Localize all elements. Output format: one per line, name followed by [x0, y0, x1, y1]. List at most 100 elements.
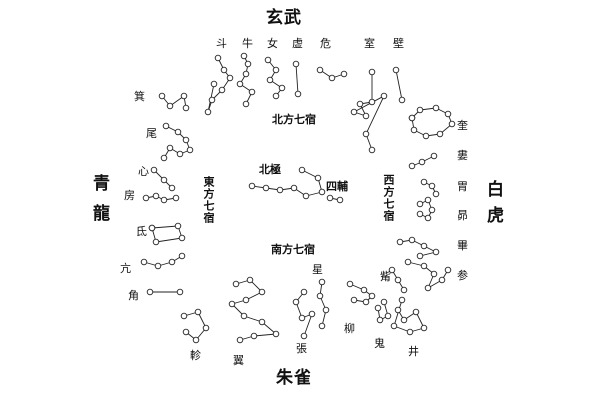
star-dot — [298, 314, 306, 322]
star-dot — [152, 238, 160, 246]
star-dot — [408, 236, 416, 244]
asterism-shi — [350, 68, 388, 154]
star-dot — [416, 200, 424, 208]
star-dot — [362, 298, 370, 306]
label-zhuque: 朱雀 — [276, 368, 312, 388]
star-dot — [448, 120, 456, 128]
star-dot — [302, 192, 310, 200]
star-dot — [416, 252, 424, 260]
mansion-di: 氐 — [136, 225, 147, 238]
asterism-link — [365, 95, 385, 135]
mansion-shen: 参 — [457, 269, 468, 282]
asterism-xing — [316, 278, 330, 330]
star-dot — [424, 196, 432, 204]
star-dot — [298, 166, 306, 174]
star-dot — [400, 316, 408, 324]
mansion-shi: 室 — [364, 37, 375, 50]
asterism-bi — [392, 66, 406, 104]
star-dot — [374, 304, 382, 312]
star-dot — [408, 162, 416, 170]
region-east: 東方七宿 — [202, 176, 215, 224]
star-dot — [400, 286, 408, 294]
asterism-dou — [204, 54, 234, 116]
star-dot — [398, 296, 406, 304]
mansion-nu: 女 — [267, 37, 278, 50]
star-dot — [210, 80, 218, 88]
star-dot — [194, 308, 202, 316]
mansion-mao: 昴 — [457, 209, 468, 222]
star-dot — [412, 308, 420, 316]
star-dot — [180, 92, 188, 100]
star-dot — [172, 194, 180, 202]
star-dot — [368, 98, 376, 106]
star-dot — [428, 182, 436, 190]
star-dot — [178, 234, 186, 242]
asterism-wei-w — [420, 178, 440, 198]
star-dot — [264, 56, 272, 64]
mansion-kui: 奎 — [457, 119, 468, 132]
star-dot — [176, 150, 184, 158]
star-dot — [316, 292, 324, 300]
star-dot — [218, 86, 226, 94]
star-dot — [388, 266, 396, 274]
mansion-zi: 觜 — [380, 270, 391, 283]
star-dot — [356, 100, 364, 108]
star-dot — [416, 106, 424, 114]
star-dot — [258, 318, 266, 326]
star-dot — [406, 328, 414, 336]
star-dot — [322, 306, 330, 314]
asterism-link — [353, 95, 385, 113]
star-dot — [162, 122, 170, 130]
star-dot — [290, 184, 298, 192]
mansion-jiao: 角 — [128, 289, 139, 302]
asterism-mao — [416, 196, 436, 222]
star-dot — [204, 108, 212, 116]
star-dot — [258, 288, 266, 296]
star-dot — [168, 184, 176, 192]
asterism-bi-w — [396, 236, 440, 260]
star-dot — [444, 110, 452, 118]
star-dot — [396, 238, 404, 246]
star-dot — [420, 324, 428, 332]
star-dot — [368, 292, 376, 300]
asterism-wei-e — [160, 122, 194, 162]
star-dot — [430, 152, 438, 160]
star-dot — [294, 90, 302, 98]
mansion-wei-w: 胃 — [457, 180, 468, 193]
label-qing: 青 — [93, 174, 111, 194]
star-dot — [432, 104, 440, 112]
star-dot — [340, 70, 348, 78]
mansion-gui: 鬼 — [374, 337, 385, 350]
star-dot — [416, 210, 424, 218]
asterism-link — [395, 69, 403, 101]
asterism-liu — [346, 280, 376, 306]
mansion-kang: 亢 — [120, 262, 131, 275]
star-dot — [436, 130, 444, 138]
asterism-link — [295, 63, 299, 95]
star-dot — [160, 154, 168, 162]
asterism-ji — [158, 92, 190, 112]
star-dot — [236, 336, 244, 344]
star-dot — [242, 100, 250, 108]
asterism-link — [155, 237, 183, 243]
mansion-ji: 箕 — [134, 90, 145, 103]
star-dot — [166, 144, 174, 152]
star-dot — [236, 80, 244, 88]
asterism-kui — [408, 104, 456, 140]
mansion-xing: 星 — [312, 263, 323, 276]
star-dot — [266, 76, 274, 84]
star-dot — [392, 66, 400, 74]
star-dot — [278, 84, 286, 92]
star-dot — [226, 74, 234, 82]
star-dot — [152, 192, 160, 200]
star-dot — [432, 190, 440, 198]
star-dot — [248, 182, 256, 190]
label-sifu: 四輔 — [326, 180, 348, 193]
star-dot — [398, 96, 406, 104]
mansion-yi: 翼 — [233, 354, 244, 367]
star-dot — [300, 332, 308, 340]
star-dot — [318, 278, 326, 286]
star-dot — [248, 88, 256, 96]
asterism-sifu — [326, 194, 344, 204]
